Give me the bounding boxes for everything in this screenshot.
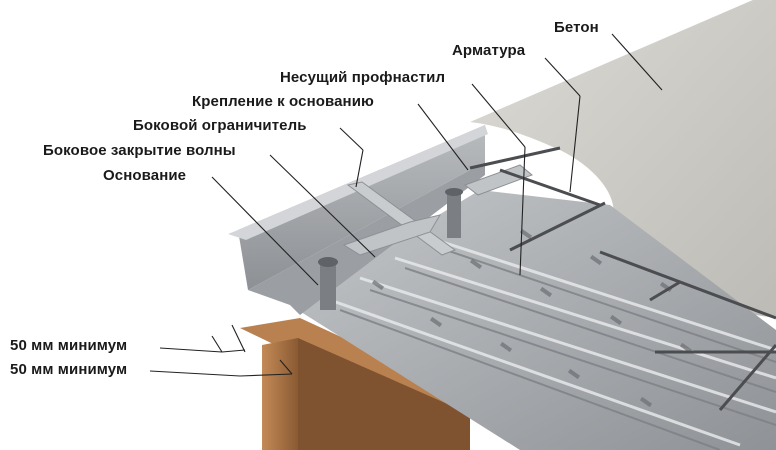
label-concrete: Бетон [554, 19, 599, 36]
rebar [469, 146, 776, 411]
label-base: Основание [103, 167, 187, 184]
label-base-fastening: Крепление к основанию [192, 93, 374, 110]
side-restrainer-strap-2 [342, 214, 442, 256]
leader-lines [149, 33, 663, 377]
concrete-slab [470, 0, 776, 318]
label-min-distance-2: 50 мм минимум [10, 361, 128, 378]
label-min-distance-1: 50 мм минимум [10, 337, 128, 354]
steel-beam-web-side [298, 338, 470, 450]
steel-beam-web [262, 338, 298, 450]
side-edge-plate [238, 125, 485, 290]
label-rebar: Арматура [452, 42, 526, 59]
shear-studs [318, 188, 463, 310]
deck-ribs [329, 236, 776, 447]
deck-ribs-shadow [339, 247, 776, 450]
label-load-bearing-deck: Несущий профнастил [280, 69, 446, 86]
label-side-wave-closure: Боковое закрытие волны [43, 142, 236, 159]
label-side-restrainer: Боковой ограничитель [133, 117, 307, 134]
